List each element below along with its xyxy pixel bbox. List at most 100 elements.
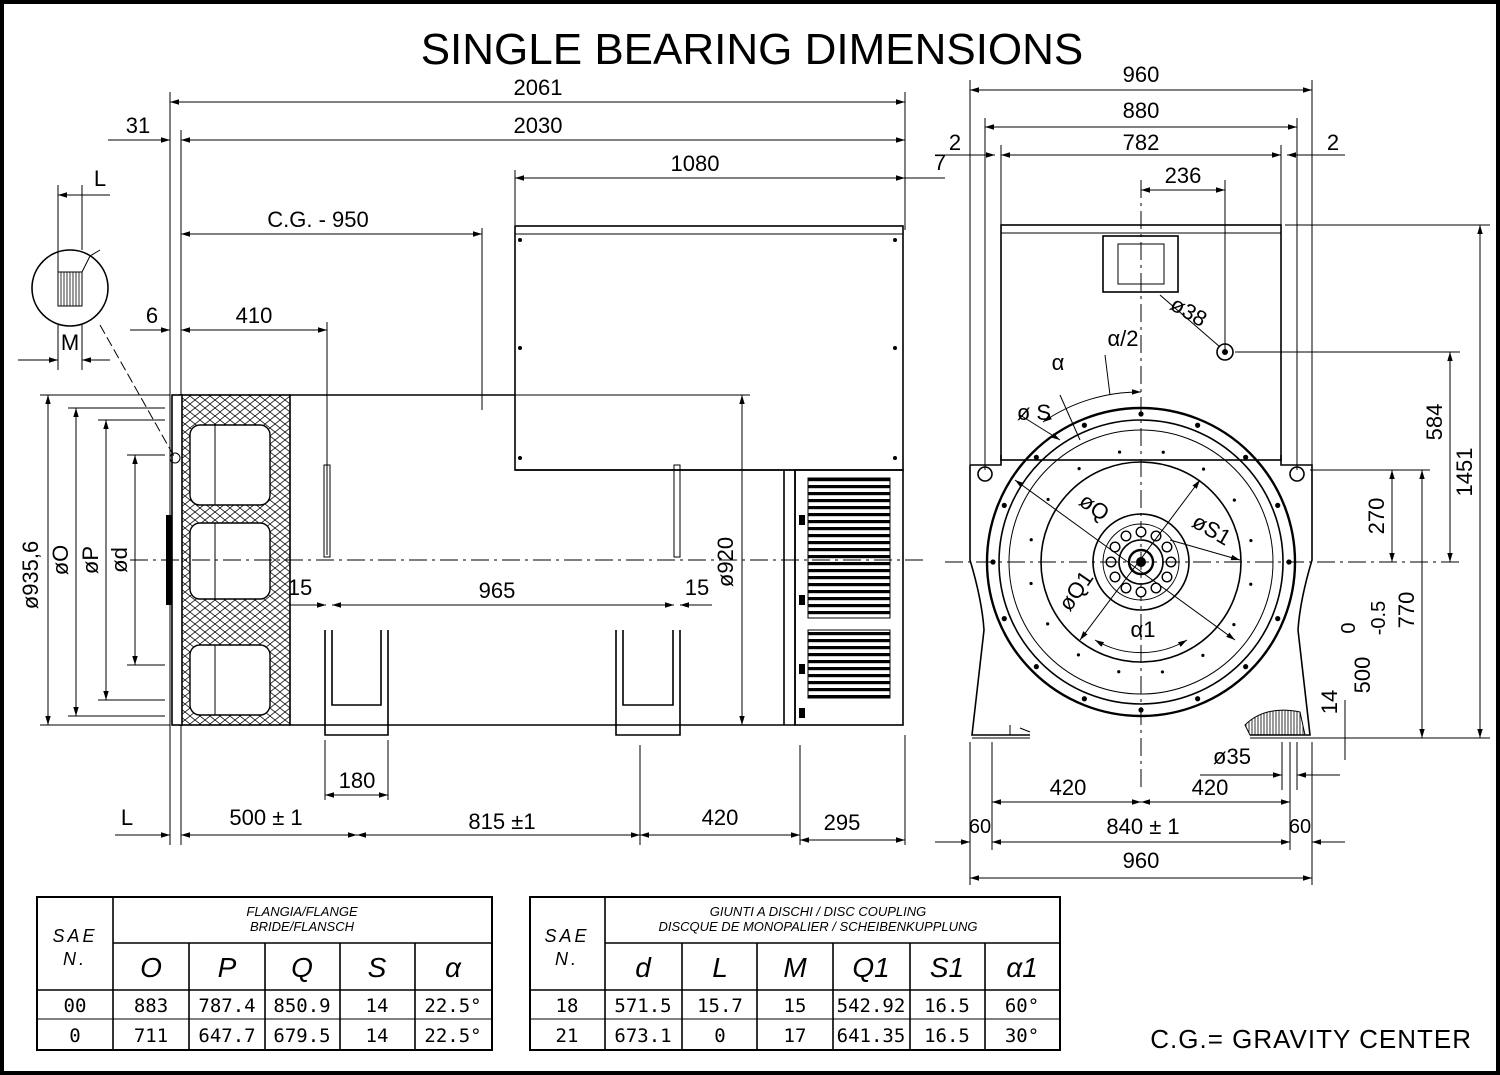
coupling-table-cell: 21 [556, 1025, 579, 1047]
dim-dia-Q1: øQ1 [1053, 566, 1098, 615]
dim-782: 782 [1123, 130, 1160, 155]
dim-dia-935: ø935,6 [18, 541, 43, 610]
end-view: 960 880 782 2 2 236 ø38 [935, 62, 1490, 885]
lifting-lug-right [673, 464, 681, 558]
foot-left [324, 630, 389, 736]
inner-bolt-hole [1029, 538, 1033, 542]
flange-col-header: S [368, 952, 387, 983]
flange-header-1: FLANGIA/FLANGE [246, 904, 358, 919]
flange-table-cell: 679.5 [273, 1025, 330, 1047]
inner-bolt-hole [1076, 653, 1081, 657]
inner-bolt-hole [1046, 622, 1050, 626]
inner-bolt-hole [1046, 497, 1050, 502]
dim-500: 500 ± 1 [229, 805, 302, 830]
dim-965: 965 [479, 578, 516, 603]
dim-dia-d: ød [107, 547, 132, 573]
flange-table-cell: 14 [366, 1025, 389, 1047]
inner-bolt-hole [1077, 467, 1081, 471]
dim-alpha: α [1052, 350, 1065, 375]
inner-bolt-hole [1029, 581, 1033, 586]
dim-dia-38: ø38 [1166, 291, 1211, 332]
coupling-table: SAE N. GIUNTI A DISCHI / DISC COUPLING D… [529, 896, 1061, 1051]
flange-table-cell: 883 [134, 995, 168, 1017]
dim-410: 410 [236, 303, 273, 328]
dim-base-L: L [121, 805, 133, 830]
dim-7: 7 [934, 150, 946, 175]
dim-2030: 2030 [514, 113, 563, 138]
dim-420-left: 420 [1050, 775, 1087, 800]
inner-bolt-hole [1160, 670, 1165, 674]
coupling-table-cell: 641.35 [837, 1025, 906, 1047]
flange-header-2: BRIDE/FLANSCH [250, 919, 355, 934]
dim-420-side: 420 [702, 805, 739, 830]
coupling-bolt-hole [1120, 530, 1132, 542]
flange-sae-label: SAE [52, 926, 97, 946]
coupling-table-cell: 17 [784, 1025, 807, 1047]
coupling-table-cell: 16.5 [924, 1025, 970, 1047]
dim-236: 236 [1165, 163, 1202, 188]
inner-bolt-hole [1232, 498, 1236, 502]
inner-bolt-hole [1201, 653, 1205, 657]
dim-dia-Q: øQ [1075, 488, 1114, 526]
coupling-sae-n: N. [555, 949, 579, 969]
coupling-table-cell: 16.5 [924, 995, 970, 1017]
coupling-bolt-hole [1109, 571, 1121, 583]
dim-584: 584 [1422, 404, 1447, 441]
dim-15-left: 15 [288, 575, 312, 600]
coupling-table-cell: 15 [784, 995, 807, 1017]
coupling-bolt-hole [1135, 526, 1147, 538]
coupling-bolt-hole [1161, 571, 1173, 583]
coupling-table-cell: 673.1 [614, 1025, 671, 1047]
coupling-bolt-hole [1161, 541, 1173, 553]
dim-15-right: 15 [685, 575, 709, 600]
flange-table-cell: 22.5° [424, 1025, 481, 1047]
coupling-bolt-hole [1120, 582, 1132, 594]
coupling-table-cell: 60° [1005, 995, 1039, 1017]
flange-bolt-hole [1033, 664, 1039, 670]
side-view: 2061 2030 31 1080 7 C.G. - 950 6 410 [18, 75, 946, 845]
flange-bolt-hole [1033, 454, 1039, 460]
flange-table-cell: 22.5° [424, 995, 481, 1017]
flange-col-header: Q [291, 952, 313, 983]
coupling-table-cell: 30° [1005, 1025, 1039, 1047]
flange-table-cell: 00 [64, 995, 87, 1017]
coupling-sae-label: SAE [544, 926, 589, 946]
coupling-table-cell: 542.92 [837, 995, 906, 1017]
flange-bolt-hole [1275, 616, 1281, 622]
dim-960-top: 960 [1123, 62, 1160, 87]
coupling-col-header: S1 [930, 952, 964, 983]
dim-14: 14 [1317, 690, 1342, 714]
inner-bolt-hole [1117, 670, 1121, 674]
dim-2061: 2061 [514, 75, 563, 100]
dim-500-tol-lower: -0.5 [1368, 601, 1390, 635]
dim-815: 815 ±1 [468, 809, 535, 834]
flange-bolt-hole [1243, 454, 1249, 460]
coupling-table-cell: 571.5 [614, 995, 671, 1017]
dim-cg-950: C.G. - 950 [267, 207, 368, 232]
dim-295: 295 [824, 810, 861, 835]
flange-bolt-hole [1138, 707, 1144, 713]
inner-bolt-hole [1117, 450, 1122, 454]
flange-bolt-hole [1275, 502, 1281, 508]
inner-bolt-hole [1249, 538, 1253, 543]
coupling-col-header: L [712, 952, 728, 983]
coupling-col-header: M [783, 952, 807, 983]
flange-table-cell: 0 [69, 1025, 80, 1047]
terminal-box [514, 225, 904, 471]
flange-sae-n: N. [63, 949, 87, 969]
dim-dia-35: ø35 [1213, 744, 1251, 769]
vent-louvers-lower [807, 629, 891, 699]
dim-840: 840 ± 1 [1106, 814, 1179, 839]
flange-table-cell: 787.4 [198, 995, 255, 1017]
flange-col-header: α [445, 952, 462, 983]
dim-dia-P: øP [78, 546, 103, 574]
dim-60-right: 60 [1289, 816, 1311, 838]
vent-cover [794, 469, 904, 726]
dim-960-bottom: 960 [1123, 848, 1160, 873]
page-title: SINGLE BEARING DIMENSIONS [421, 25, 1084, 74]
flange-bolt-hole [1001, 616, 1007, 622]
flange-table-cell: 711 [134, 1025, 168, 1047]
